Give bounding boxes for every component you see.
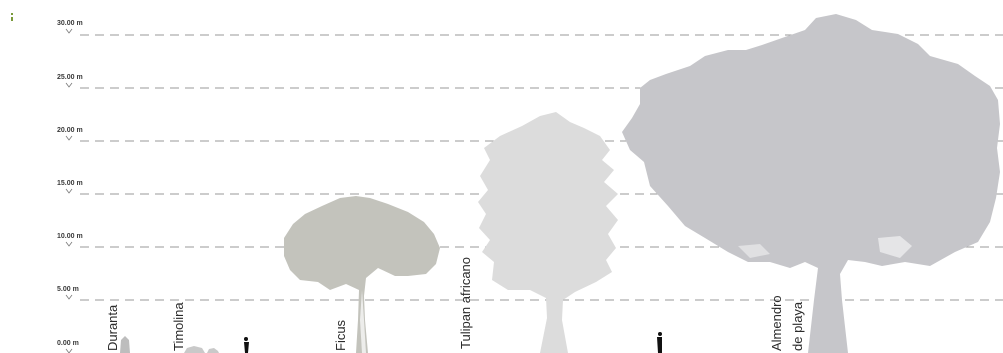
species-label-timolina: Timolina: [171, 302, 186, 351]
tulipan-tree-silhouette: [478, 112, 618, 353]
timolina-shrub: [184, 346, 219, 353]
level-label-30: 30.00 m: [57, 20, 83, 27]
level-label-0: 0.00 m: [57, 340, 79, 347]
level-label-25: 25.00 m: [57, 74, 83, 81]
species-label-duranta: Duranta: [105, 304, 120, 351]
human-figure-icon: [244, 337, 249, 353]
corner-mark-icon: [11, 13, 13, 21]
species-label-almendro-line1: Almendro: [769, 295, 784, 351]
ficus-tree-silhouette: [284, 196, 440, 353]
level-label-10: 10.00 m: [57, 233, 83, 240]
duranta-shrub: [120, 336, 130, 353]
species-label-almendro-line2: de playa: [790, 301, 805, 351]
human-figure-icon: [657, 332, 662, 353]
level-marker-icons: [65, 28, 73, 353]
almendro-tree-silhouette: [622, 14, 1000, 353]
level-label-20: 20.00 m: [57, 127, 83, 134]
level-label-5: 5.00 m: [57, 286, 79, 293]
species-label-ficus: Ficus: [333, 319, 348, 351]
level-label-15: 15.00 m: [57, 180, 83, 187]
species-label-tulipan: Tulipan africano: [458, 257, 473, 349]
